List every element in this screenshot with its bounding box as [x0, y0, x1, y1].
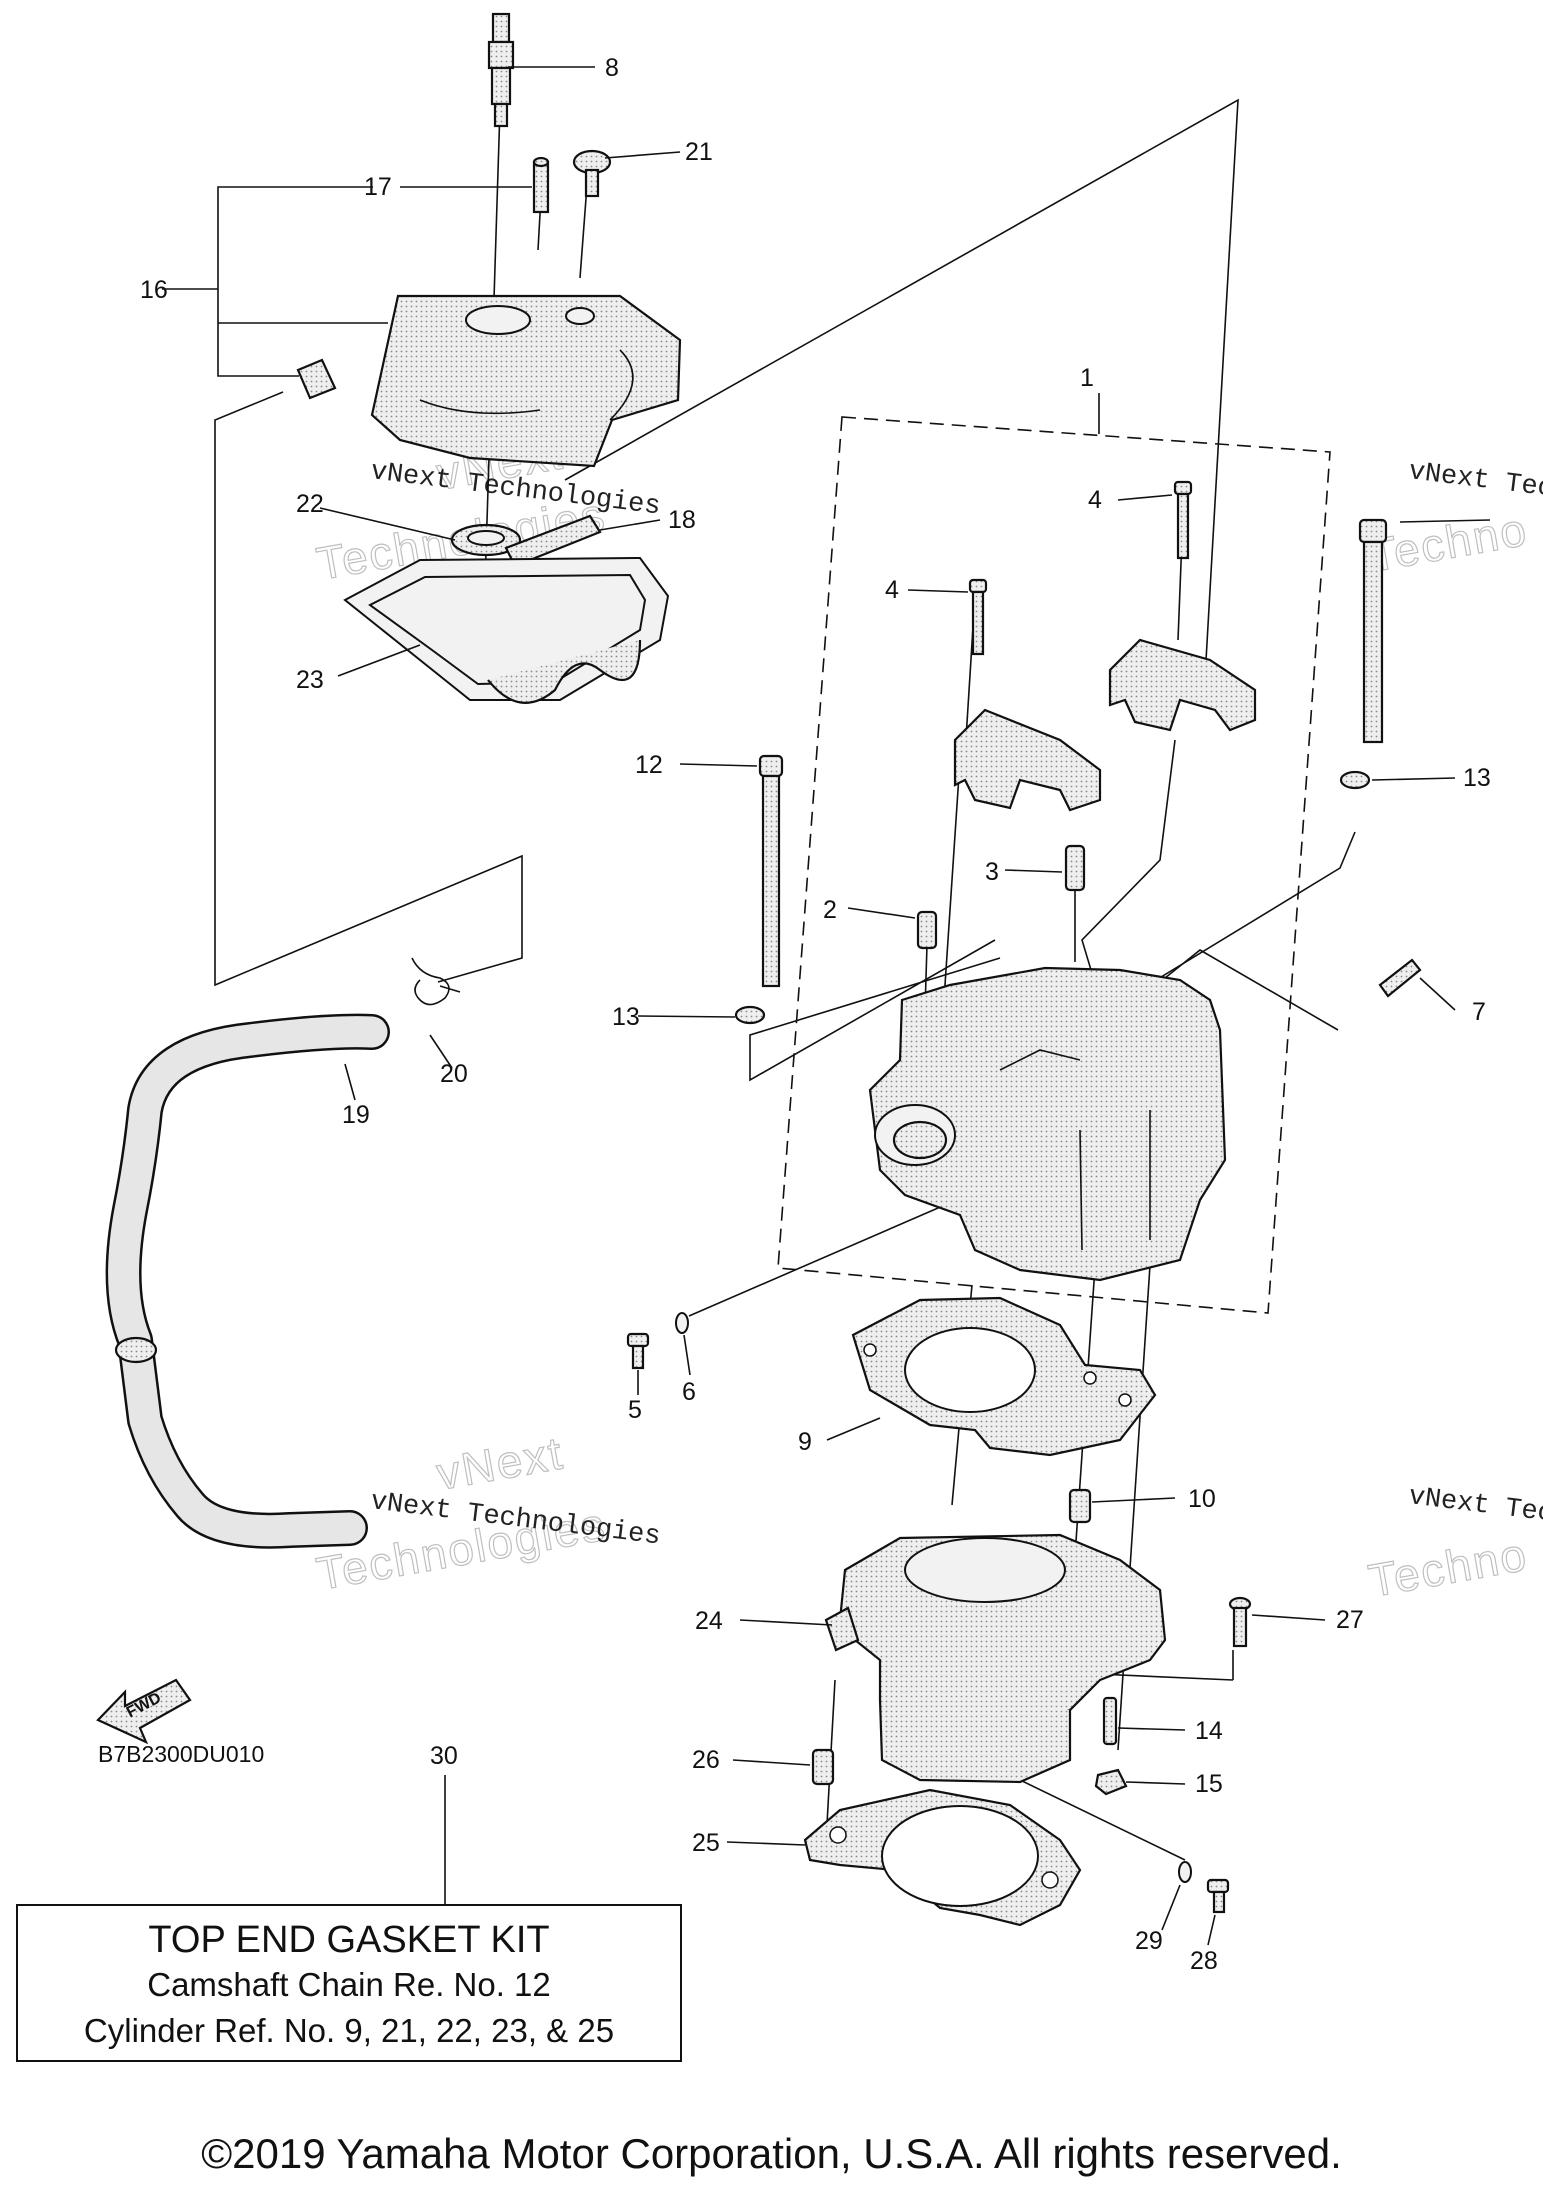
- callout-10: 10: [1188, 1485, 1216, 1513]
- callout-9: 9: [798, 1428, 812, 1456]
- bolt-28: [1206, 1878, 1230, 1914]
- nut-15: [1094, 1768, 1128, 1796]
- bolt-5: [626, 1332, 650, 1370]
- washer-13-right: [1339, 770, 1371, 790]
- spark-plug: [487, 12, 515, 128]
- callout-30: 30: [430, 1742, 458, 1770]
- callout-28: 28: [1190, 1947, 1218, 1975]
- cylinder: [838, 1533, 1167, 1784]
- callout-22: 22: [296, 490, 324, 518]
- callout-13b: 13: [1463, 764, 1491, 792]
- callout-19: 19: [342, 1101, 370, 1129]
- drawing-code: B7B2300DU010: [98, 1741, 264, 1767]
- camshaft-cap-left: [953, 708, 1102, 812]
- callout-29: 29: [1135, 1927, 1163, 1955]
- callout-8: 8: [605, 54, 619, 82]
- callout-16: 16: [140, 276, 168, 304]
- kit-line-camshaft: Camshaft Chain Re. No. 12: [147, 1966, 551, 2003]
- watermark-group-mid: vNext Technologies vNext Technologies: [312, 1426, 662, 1601]
- watermark-techno: Techno: [1365, 503, 1532, 582]
- dowel-26: [811, 1748, 835, 1786]
- washer-13-left: [734, 1005, 766, 1025]
- callout-26: 26: [692, 1746, 720, 1774]
- kit-line-cylinder: Cylinder Ref. No. 9, 21, 22, 23, & 25: [83, 2012, 615, 2049]
- callout-7: 7: [1472, 998, 1486, 1026]
- watermark-vnext-tec: vNext Tec: [1407, 1482, 1543, 1530]
- watermark-group-right-mid: vNext Tec Techno: [1364, 1482, 1543, 1607]
- o-ring-29: [1178, 1861, 1192, 1883]
- callout-15: 15: [1195, 1770, 1223, 1798]
- callout-14: 14: [1195, 1717, 1223, 1745]
- base-gasket-25: [803, 1788, 1082, 1927]
- cover-sleeve-16: [296, 358, 337, 400]
- long-bolt-upper-right: [1358, 518, 1388, 744]
- copyright-footer: ©2019 Yamaha Motor Corporation, U.S.A. A…: [201, 2130, 1342, 2177]
- callout-numbers: 1 2 3 4 4 5 6 7 8 9 10 12 13 13 14 15 16…: [140, 54, 1491, 1975]
- cylinder-head-assembly-outline: [777, 416, 1331, 1314]
- watermark-group-right-top: vNext Tec Techno: [1364, 457, 1543, 582]
- pin-7: [1378, 958, 1422, 998]
- callout-leaders: [319, 66, 1491, 1946]
- stud-17: [532, 156, 550, 214]
- head-gasket-9: [851, 1296, 1157, 1457]
- camshaft-cap-right: [1108, 638, 1257, 732]
- cap-bolt-4-left: [968, 578, 988, 656]
- callout-13a: 13: [612, 1003, 640, 1031]
- callout-21: 21: [685, 138, 713, 166]
- callout-24: 24: [695, 1607, 723, 1635]
- callout-1: 1: [1080, 364, 1094, 392]
- cover-gasket-23: [343, 556, 670, 704]
- watermark-vnext-tec: vNext Tec: [1407, 457, 1543, 505]
- head-bolt-12: [758, 754, 784, 988]
- callout-2: 2: [823, 896, 837, 924]
- callout-3: 3: [985, 858, 999, 886]
- watermark-techno: Techno: [1365, 1528, 1532, 1607]
- callout-6: 6: [682, 1378, 696, 1406]
- callout-25: 25: [692, 1829, 720, 1857]
- breather-hose-19: [105, 1013, 390, 1549]
- callout-4a: 4: [885, 576, 899, 604]
- hose-clamp-20: [411, 957, 461, 1006]
- cap-bolt-4-right: [1173, 480, 1193, 560]
- watermark-vnext-large: vNext: [433, 1426, 568, 1499]
- callout-20: 20: [440, 1060, 468, 1088]
- fwd-direction-arrow: FWD: [96, 1678, 192, 1745]
- cylinder-head-cover: [370, 294, 682, 468]
- callout-12: 12: [635, 751, 663, 779]
- dowel-2: [916, 910, 938, 950]
- o-ring-6: [675, 1312, 689, 1334]
- dowel-10: [1068, 1488, 1092, 1524]
- callout-27: 27: [1336, 1606, 1364, 1634]
- stud-24: [824, 1606, 860, 1652]
- callout-17: 17: [364, 173, 392, 201]
- stud-14: [1102, 1696, 1118, 1746]
- dowel-3: [1064, 844, 1086, 892]
- callout-5: 5: [628, 1396, 642, 1424]
- callout-18: 18: [668, 506, 696, 534]
- callout-4b: 4: [1088, 486, 1102, 514]
- cylinder-head: [868, 966, 1227, 1282]
- bolt-21: [572, 149, 612, 198]
- kit-title: TOP END GASKET KIT: [148, 1919, 550, 1961]
- seal-22: [450, 523, 522, 557]
- callout-23: 23: [296, 666, 324, 694]
- bolt-27: [1228, 1596, 1252, 1648]
- gasket-kit-box: TOP END GASKET KIT Camshaft Chain Re. No…: [16, 1904, 682, 2062]
